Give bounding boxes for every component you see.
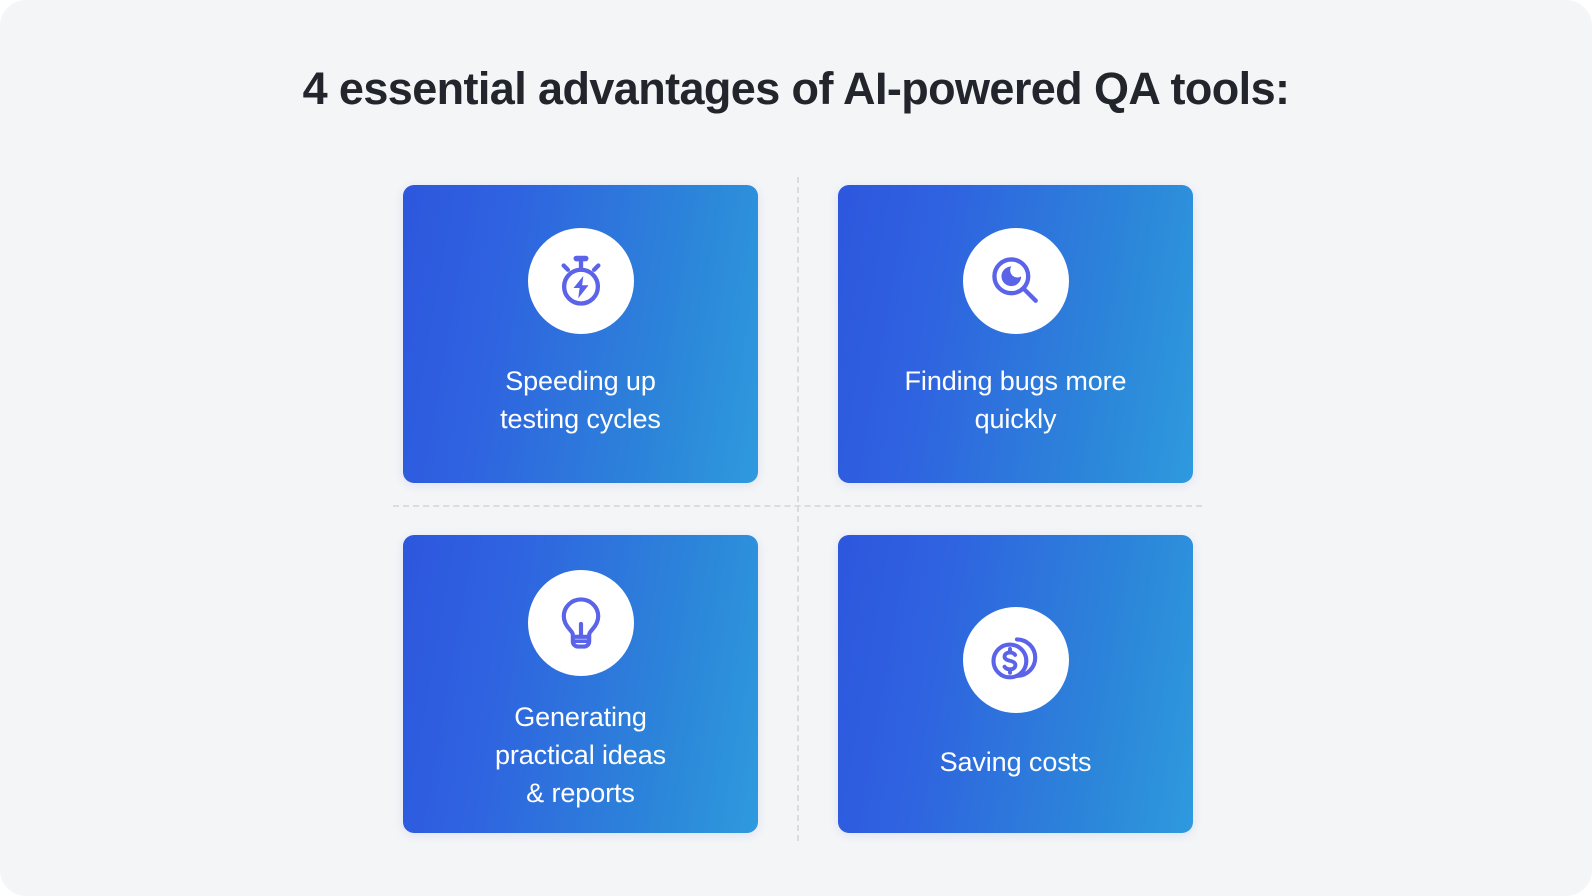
coins-dollar-icon bbox=[990, 637, 1037, 680]
advantage-card-label: Speeding up testing cycles bbox=[500, 366, 661, 434]
magnifier-bug-icon bbox=[991, 257, 1038, 303]
advantage-card-generating-practical-ideas-reports[interactable]: Generating practical ideas & reports bbox=[403, 535, 758, 833]
lightbulb-icon bbox=[561, 597, 600, 649]
icon-badge bbox=[527, 570, 634, 676]
stopwatch-bolt-icon bbox=[561, 255, 600, 306]
dashed-divider-vertical bbox=[797, 177, 799, 841]
icon-badge bbox=[962, 228, 1069, 334]
advantage-card-finding-bugs-more-quickly[interactable]: Finding bugs more quickly bbox=[838, 185, 1193, 483]
page-title: 4 essential advantages of AI-powered QA … bbox=[302, 63, 1290, 114]
advantage-card-saving-costs[interactable]: Saving costs bbox=[838, 535, 1193, 833]
advantage-card-label: Saving costs bbox=[939, 747, 1092, 777]
icon-badge bbox=[962, 607, 1069, 713]
icon-badge bbox=[527, 228, 634, 334]
advantage-card-speeding-up-testing-cycles[interactable]: Speeding up testing cycles bbox=[403, 185, 758, 483]
dashed-divider-horizontal bbox=[393, 505, 1202, 507]
advantage-card-label: Finding bugs more quickly bbox=[904, 366, 1127, 434]
advantage-card-label: Generating practical ideas & reports bbox=[494, 702, 667, 808]
advantages-grid: Speeding up testing cycles Finding bugs … bbox=[393, 177, 1202, 841]
